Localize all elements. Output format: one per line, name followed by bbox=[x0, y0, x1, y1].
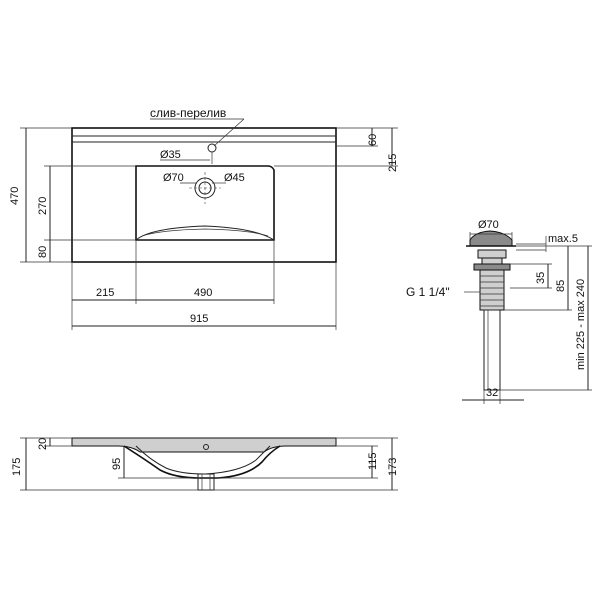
drain-seal bbox=[473, 263, 511, 271]
top-view: слив-перелив Ø35 Ø70 Ø45 470 270 80 60 2… bbox=[9, 106, 399, 330]
drain-dia-70: Ø70 bbox=[478, 219, 499, 231]
drain-flange bbox=[477, 249, 507, 259]
dim-60: 60 bbox=[367, 134, 379, 146]
dim-915: 915 bbox=[190, 313, 208, 325]
side-bowl bbox=[123, 445, 281, 479]
drain-cap bbox=[469, 230, 513, 247]
dim-215-bottom: 215 bbox=[96, 287, 114, 299]
drain-view: Ø70 max.5 G 1 1/4" 35 85 min 225 - max 2… bbox=[406, 219, 592, 404]
drain-thread-label: G 1 1/4" bbox=[406, 285, 450, 299]
side-overflow-hole bbox=[203, 444, 209, 450]
side-dim-173: 173 bbox=[387, 458, 399, 476]
drain-pipe bbox=[483, 309, 501, 391]
drain-dim-85: 85 bbox=[555, 280, 567, 292]
side-dim-95: 95 bbox=[111, 458, 123, 470]
dia-35-label: Ø35 bbox=[160, 149, 181, 161]
dia-70-label: Ø70 bbox=[163, 172, 184, 184]
drain-dim-32: 32 bbox=[486, 387, 498, 399]
dim-470: 470 bbox=[9, 187, 21, 205]
basin-outline bbox=[71, 127, 337, 263]
dim-270: 270 bbox=[37, 197, 49, 215]
dim-80: 80 bbox=[37, 246, 49, 258]
bowl-front-curve bbox=[135, 225, 275, 241]
side-dim-20: 20 bbox=[37, 438, 49, 450]
overflow-label: слив-перелив bbox=[150, 106, 226, 120]
bowl-outline bbox=[135, 165, 275, 241]
drain-dim-35: 35 bbox=[535, 272, 547, 284]
side-dim-175: 175 bbox=[11, 458, 23, 476]
drain-thread bbox=[479, 269, 505, 311]
drain-dim-range: min 225 - max 240 bbox=[575, 279, 587, 370]
thread-lines bbox=[480, 275, 504, 307]
side-drain-outlet bbox=[197, 473, 215, 491]
drain-max5: max.5 bbox=[548, 233, 578, 245]
dim-490: 490 bbox=[194, 287, 212, 299]
dia-45-label: Ø45 bbox=[224, 172, 245, 184]
dim-215-right: 215 bbox=[387, 154, 399, 172]
side-dim-115: 115 bbox=[367, 452, 379, 470]
side-view: 20 175 95 115 173 bbox=[11, 437, 399, 491]
